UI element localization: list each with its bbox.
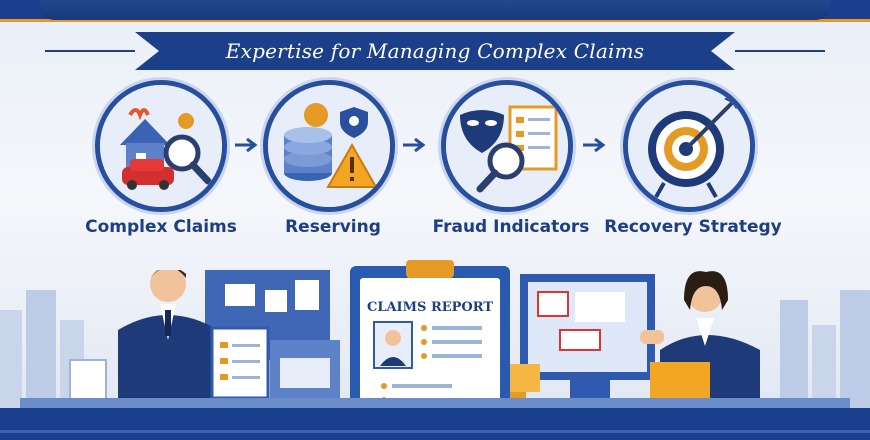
step-circle-recovery-strategy: [623, 80, 755, 212]
arrow-right-icon: [235, 138, 258, 152]
arrow-right-icon: [403, 138, 426, 152]
claims-report-title: CLAIMS REPORT: [366, 300, 494, 315]
subtitle-text: Expertise for Managing Complex Claims: [225, 39, 645, 63]
bottom-band-stripe: [0, 430, 870, 433]
step-label: Complex Claims: [85, 217, 237, 237]
mask-magnifier-icon: [446, 85, 568, 207]
ribbon-line-right: [735, 50, 825, 52]
office-scene: [0, 270, 870, 410]
house-car-magnifier-icon: [100, 85, 222, 207]
step-label: Reserving: [285, 217, 381, 237]
clipboard-clip: [406, 260, 454, 278]
desk-surface: [20, 398, 850, 410]
report-paper: CLAIMS REPORT: [360, 278, 500, 408]
step-circle-reserving: [263, 80, 395, 212]
step-circle-fraud-indicators: [441, 80, 573, 212]
bottom-band: [0, 408, 870, 440]
top-banner: [0, 0, 870, 22]
step-label: Fraud Indicators: [432, 217, 590, 237]
ribbon-line-left: [45, 50, 135, 52]
claims-report-clipboard: CLAIMS REPORT: [350, 260, 510, 414]
top-banner-plate: [40, 0, 830, 20]
report-content: [373, 321, 482, 403]
step-circle-complex-claims: [95, 80, 227, 212]
arrow-right-icon: [583, 138, 606, 152]
step-label: Recovery Strategy: [604, 217, 782, 237]
target-arrow-icon: [628, 85, 750, 207]
coins-warning-icon: [268, 85, 390, 207]
subtitle-ribbon: Expertise for Managing Complex Claims: [135, 32, 735, 70]
